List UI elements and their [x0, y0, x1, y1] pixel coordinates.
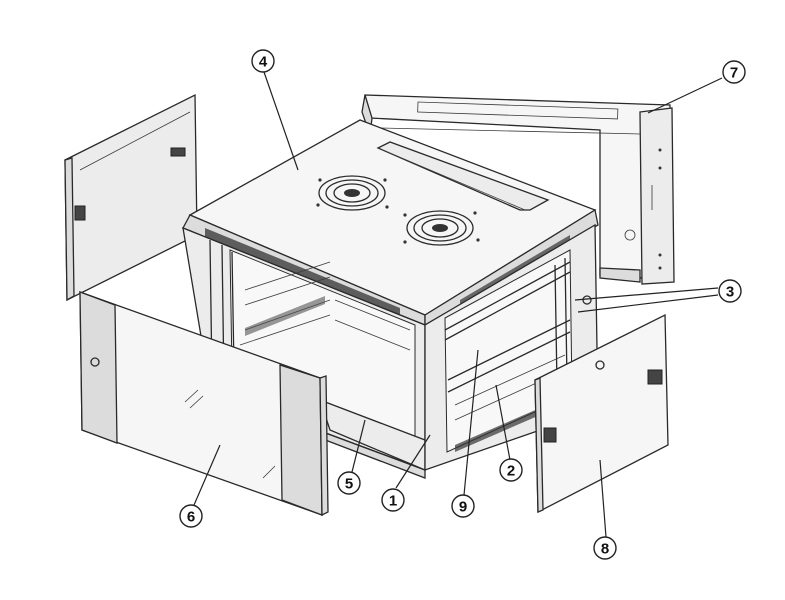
- callout-6-label: 6: [187, 509, 195, 526]
- callout-9-label: 9: [459, 499, 467, 516]
- fan-2: [403, 210, 480, 246]
- callout-4-label: 4: [259, 54, 268, 71]
- callout-4: 4: [251, 49, 275, 73]
- right-side-shelves: [444, 257, 571, 421]
- fan-1: [316, 175, 389, 211]
- callout-7: 7: [722, 60, 746, 84]
- callout-2-label: 2: [507, 463, 515, 480]
- callout-8-label: 8: [601, 541, 609, 558]
- callout-5-label: 5: [345, 476, 353, 493]
- leader-lines: [193, 71, 723, 538]
- callout-9: 9: [451, 494, 475, 518]
- callout-7-label: 7: [730, 65, 738, 82]
- side-door: [534, 313, 669, 514]
- callout-3-label: 3: [726, 284, 734, 301]
- callout-8: 8: [593, 536, 617, 560]
- front-glass-door: [79, 291, 329, 517]
- rear-mount-frame: [361, 94, 675, 285]
- callout-1-label: 1: [389, 493, 397, 510]
- callout-3: 3: [718, 279, 742, 303]
- callout-5: 5: [337, 471, 361, 495]
- callout-6: 6: [179, 504, 203, 528]
- left-open-door: [64, 93, 198, 302]
- callout-1: 1: [381, 488, 405, 512]
- callout-2: 2: [499, 458, 523, 482]
- inner-rails: [209, 239, 411, 386]
